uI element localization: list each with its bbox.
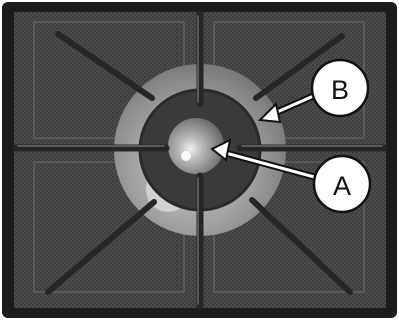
callout-arrow-a [210, 138, 322, 182]
callout-a-label: A [333, 171, 351, 201]
burner-cap-glint [181, 151, 191, 161]
callout-b: B [310, 58, 370, 118]
grate-bar-top-left [55, 31, 155, 101]
grate-bar-bottom-right [249, 197, 353, 295]
grate-bar-top-right [253, 33, 345, 101]
grate-bar-highlights [17, 15, 383, 305]
callout-arrow-b [257, 90, 322, 124]
callout-b-label: B [331, 75, 349, 105]
grate-bars [12, 10, 388, 310]
callout-a: A [312, 154, 372, 214]
burner-cap [168, 118, 224, 174]
grate-bar-bottom-left [45, 199, 157, 295]
